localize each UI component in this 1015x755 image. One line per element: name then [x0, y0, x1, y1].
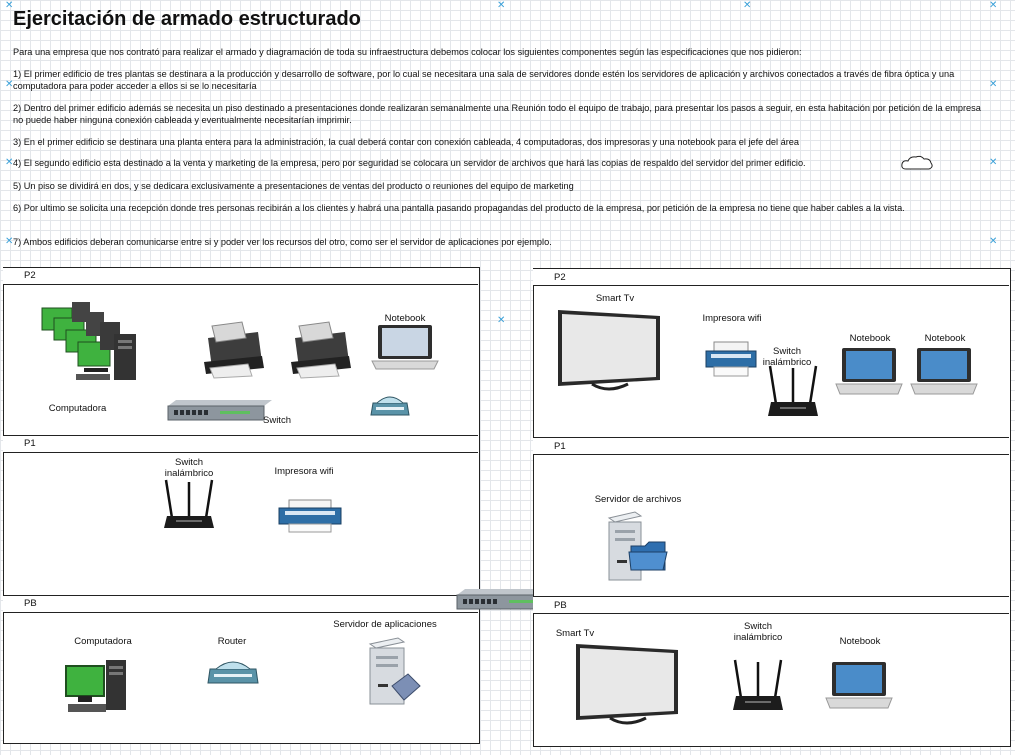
floor-label-p1: P1 [554, 441, 566, 452]
switch-inalambrico-label: Switch inalámbrico [762, 346, 812, 368]
switch-label: Switch [263, 415, 291, 426]
building-1-floor-p2-bar[interactable] [3, 267, 478, 285]
computadora-label: Computadora [48, 403, 107, 414]
building-1-floor-pb-bar[interactable] [3, 595, 478, 613]
router-icon[interactable] [207, 658, 259, 686]
computer-cluster-icon[interactable] [40, 300, 145, 390]
requirement-4: 4) El segundo edificio esta destinado a … [13, 158, 806, 168]
selection-marker-icon[interactable]: ✕ [497, 315, 506, 326]
impresora-wifi-label: Impresora wifi [274, 466, 334, 477]
selection-marker-icon[interactable]: ✕ [989, 79, 998, 90]
selection-marker-icon[interactable]: ✕ [5, 0, 14, 11]
requirement-3: 3) En el primer edificio se destinara un… [13, 137, 800, 147]
building-2-floor-p2-bar[interactable] [533, 268, 1009, 286]
smart-tv-icon[interactable] [558, 310, 662, 394]
impresora-wifi-label: Impresora wifi [702, 313, 762, 324]
computer-icon[interactable] [65, 660, 128, 718]
notebook-label: Notebook [384, 313, 426, 324]
notebook-label: Notebook [924, 333, 966, 344]
application-server-icon[interactable] [366, 637, 422, 708]
selection-marker-icon[interactable]: ✕ [5, 79, 14, 90]
selection-marker-icon[interactable]: ✕ [497, 0, 506, 11]
floor-label-p2: P2 [554, 272, 566, 283]
servidor-archivos-label: Servidor de archivos [594, 494, 682, 505]
requirement-5: 5) Un piso se dividirá en dos, y se dedi… [13, 181, 574, 191]
wifi-printer-icon[interactable] [705, 341, 757, 377]
wireless-switch-icon[interactable] [164, 479, 214, 535]
switch-inalambrico-label: Switch inalámbrico [733, 621, 783, 643]
floor-label-pb: PB [24, 598, 37, 609]
requirement-7: 7) Ambos edificios deberan comunicarse e… [13, 237, 552, 247]
file-server-icon[interactable] [605, 511, 669, 582]
notebook-icon[interactable] [910, 348, 978, 396]
smart-tv-icon[interactable] [576, 644, 680, 728]
requirement-2: 2) Dentro del primer edificio además se … [13, 103, 981, 125]
selection-marker-icon[interactable]: ✕ [5, 157, 14, 168]
selection-marker-icon[interactable]: ✕ [743, 0, 752, 11]
switch-icon[interactable] [167, 400, 272, 422]
cloud-shape[interactable] [900, 155, 934, 173]
building-2-floor-p1-bar[interactable] [533, 437, 1009, 455]
notebook-label: Notebook [849, 333, 891, 344]
requirement-1: 1) El primer edificio de tres plantas se… [13, 69, 955, 91]
notebook-icon[interactable] [825, 662, 893, 710]
notebook-label: Notebook [839, 636, 881, 647]
servidor-aplicaciones-label: Servidor de aplicaciones [333, 619, 437, 630]
router-icon[interactable] [370, 393, 410, 419]
printer-icon[interactable] [198, 321, 266, 379]
selection-marker-icon[interactable]: ✕ [989, 236, 998, 247]
selection-marker-icon[interactable]: ✕ [989, 0, 998, 11]
switch-inalambrico-label: Switch inalámbrico [164, 457, 214, 479]
page-title: Ejercitación de armado estructurado [13, 8, 361, 30]
requirement-6: 6) Por ultimo se solicita una recepción … [13, 203, 905, 213]
building-1-floor-p1-bar[interactable] [3, 435, 478, 453]
selection-marker-icon[interactable]: ✕ [5, 236, 14, 247]
router-label: Router [217, 636, 247, 647]
floor-label-pb: PB [554, 600, 567, 611]
selection-marker-icon[interactable]: ✕ [989, 157, 998, 168]
floor-label-p1: P1 [24, 438, 36, 449]
notebook-icon[interactable] [835, 348, 903, 396]
computadora-pb-label: Computadora [74, 636, 132, 647]
wireless-switch-icon[interactable] [768, 365, 818, 422]
wireless-switch-icon[interactable] [733, 659, 783, 716]
smart-tv-label: Smart Tv [595, 293, 635, 304]
intro-paragraph: Para una empresa que nos contrató para r… [13, 47, 802, 57]
building-2-floor-pb-bar[interactable] [533, 596, 1009, 614]
wifi-printer-icon[interactable] [278, 499, 342, 533]
smart-tv-label: Smart Tv [555, 628, 595, 639]
floor-label-p2: P2 [24, 270, 36, 281]
printer-icon[interactable] [285, 321, 353, 379]
notebook-icon[interactable] [371, 325, 439, 371]
